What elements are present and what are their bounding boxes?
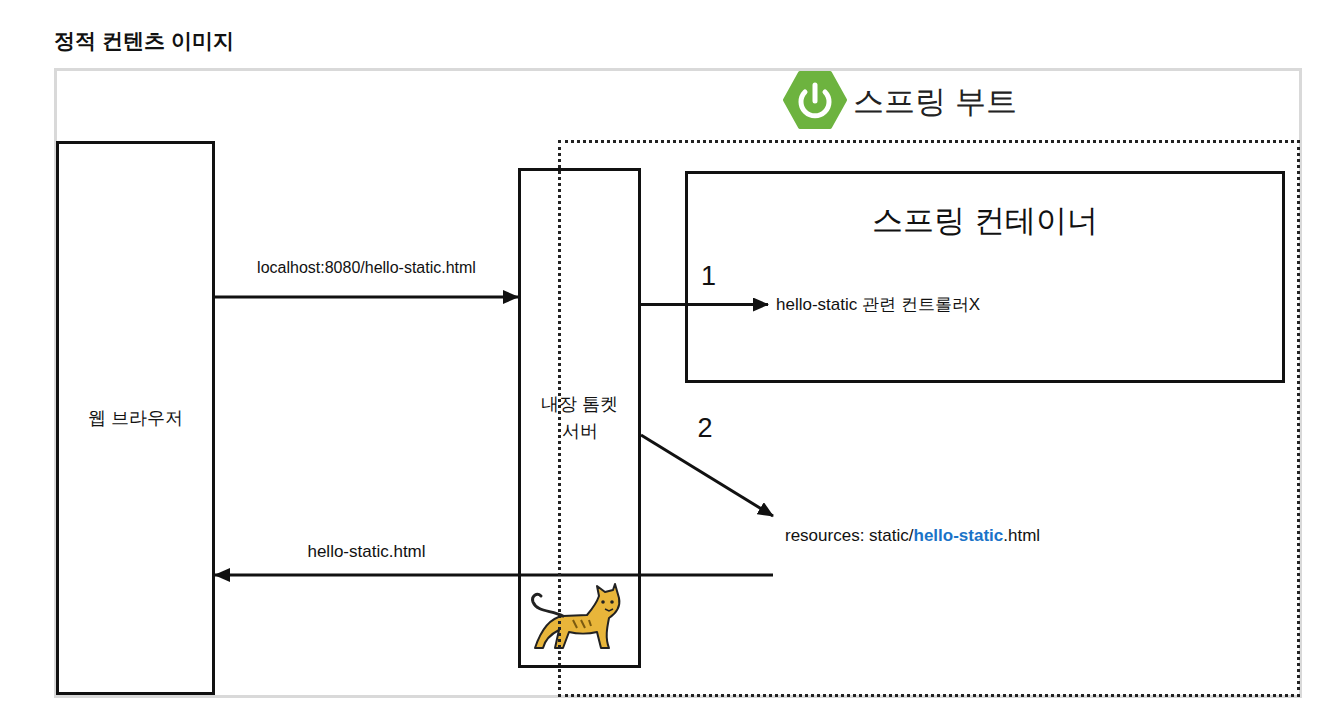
tomcat-icon [527,582,623,654]
node-label: resources: static/hello-static.html [773,513,1064,546]
edge-label: hello-static.html [304,542,428,562]
node-label: 내장 톰켓 서버 [538,391,622,445]
controller-item: hello-static 관련 컨트롤러X [768,289,1000,320]
node-label: 스프링 컨테이너 [688,174,1282,242]
edge-label: localhost:8080/hello-static.html [254,259,479,277]
browser-box: 웹 브라우저 [56,141,215,695]
arrow-connector [641,435,773,516]
spring-boot-region: 스프링 부트스프링 컨테이너hello-static 관련 컨트롤러Xresou… [558,140,1300,697]
node-label: 웹 브라우저 [88,406,183,430]
spring-logo [783,70,847,130]
outer-frame [54,68,1302,698]
node-label: hello-static 관련 컨트롤러X [768,289,1000,320]
diagram-title: 정적 컨텐츠 이미지 [54,27,1337,55]
tomcat-box: 내장 톰켓 서버 [518,168,641,668]
arrow-connector [215,574,773,577]
edge-label: 1 [698,260,719,291]
static-resource-item: resources: static/hello-static.html [773,513,1064,585]
arrow-connector [215,296,518,299]
node-label: 스프링 부트 [853,81,1017,123]
spring-container-box: 스프링 컨테이너 hello-static 관련 컨트롤러X [685,171,1285,383]
edge-label: 2 [694,413,715,444]
arrow-connector [641,303,768,306]
